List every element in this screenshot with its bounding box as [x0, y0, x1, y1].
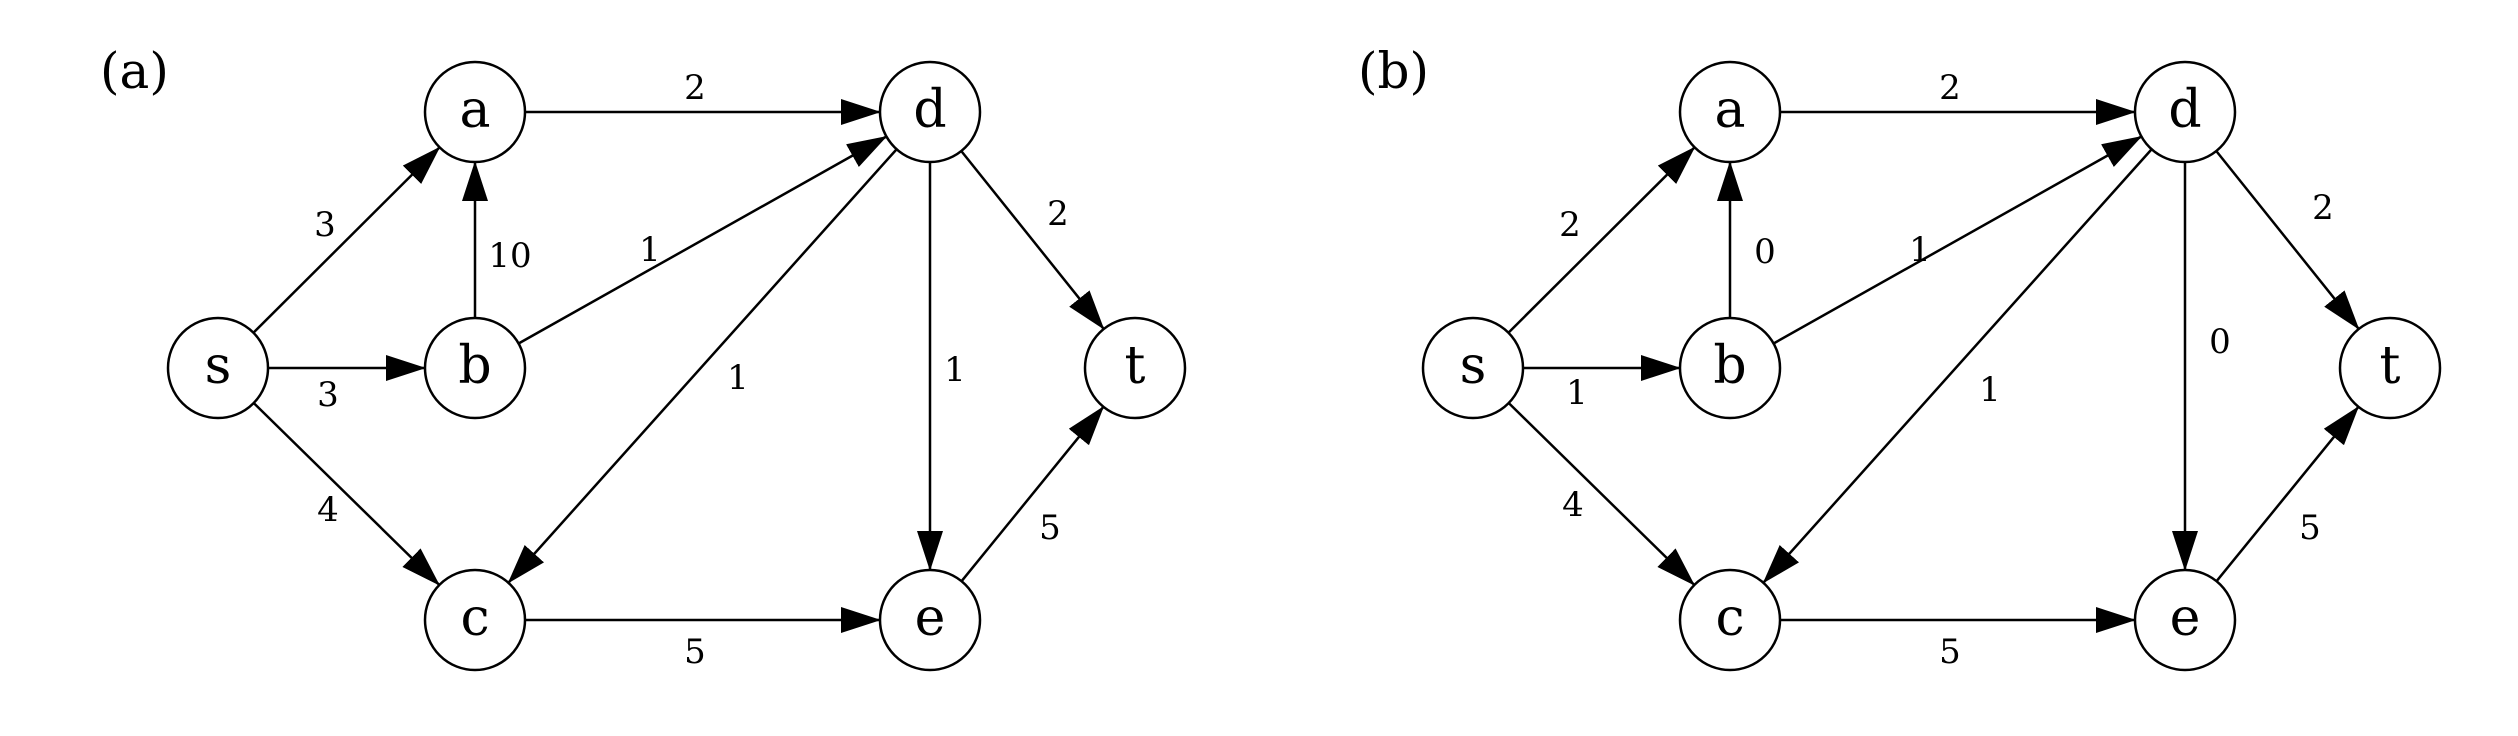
edge-e-t — [960, 406, 1105, 583]
edge-weight-s-c: 4 — [1562, 485, 1584, 525]
node-b: b — [1678, 316, 1782, 420]
node-t: t — [1083, 316, 1187, 420]
edge-b-d — [517, 135, 888, 345]
edge-weight-a-d: 2 — [1939, 68, 1961, 108]
edge-weight-d-e: 1 — [944, 350, 966, 390]
panel-a: (a) 3 3 4 10 2 1 1 1 2 5 5 s a b c d e t — [100, 42, 1187, 672]
edge-weight-s-c: 4 — [317, 490, 339, 530]
node-d: d — [878, 60, 982, 164]
edge-weight-b-d: 1 — [1909, 230, 1931, 270]
node-b: b — [423, 316, 527, 420]
edge-weight-e-t: 5 — [1039, 508, 1061, 548]
panel-label: (a) — [100, 42, 169, 100]
node-e: e — [2133, 568, 2237, 672]
node-label: d — [2168, 80, 2201, 140]
edge-weight-s-b: 3 — [317, 375, 339, 415]
node-a: a — [1678, 60, 1782, 164]
edge-weight-d-c: 1 — [1979, 370, 2001, 410]
node-label: d — [913, 80, 946, 140]
edge-weight-d-e: 0 — [2209, 322, 2231, 362]
edge-weight-b-d: 1 — [639, 230, 661, 270]
node-label: c — [460, 588, 489, 648]
node-circle — [423, 60, 527, 164]
node-s: s — [1421, 316, 1525, 420]
node-circle — [1083, 316, 1187, 420]
node-e: e — [878, 568, 982, 672]
edge-weight-s-a: 3 — [314, 205, 336, 245]
node-t: t — [2338, 316, 2442, 420]
node-c: c — [423, 568, 527, 672]
node-circle — [423, 568, 527, 672]
panel-label: (b) — [1358, 42, 1429, 100]
node-circle — [423, 316, 527, 420]
edge-weight-d-c: 1 — [727, 358, 749, 398]
edge-weight-s-a: 2 — [1559, 205, 1581, 245]
edge-weight-d-t: 2 — [1047, 194, 1069, 234]
node-circle — [1421, 316, 1525, 420]
edge-weight-b-a: 0 — [1754, 232, 1776, 272]
edge-weight-a-d: 2 — [684, 68, 706, 108]
panel-b: (b) 2 1 4 0 2 1 1 0 2 5 5 s a b c d e t — [1358, 42, 2442, 672]
edge-e-t — [2215, 406, 2360, 583]
node-a: a — [423, 60, 527, 164]
edge-weight-c-e: 5 — [684, 632, 706, 672]
edge-d-c — [507, 148, 898, 584]
node-label: t — [1125, 336, 1146, 396]
edge-s-c — [1507, 402, 1696, 586]
node-circle — [2338, 316, 2442, 420]
node-label: s — [1460, 336, 1487, 396]
edge-d-t — [2215, 150, 2360, 330]
edge-d-t — [960, 150, 1105, 330]
edge-d-c — [1762, 148, 2153, 584]
edge-weight-b-a: 10 — [488, 236, 531, 276]
node-label: c — [1715, 588, 1744, 648]
node-c: c — [1678, 568, 1782, 672]
node-circle — [1678, 60, 1782, 164]
node-s: s — [166, 316, 270, 420]
edge-weight-d-t: 2 — [2312, 188, 2334, 228]
edge-weight-c-e: 5 — [1939, 632, 1961, 672]
edge-weight-s-b: 1 — [1566, 373, 1588, 413]
edge-s-c — [252, 402, 441, 586]
node-circle — [2133, 60, 2237, 164]
edge-s-a — [252, 146, 441, 334]
node-label: s — [205, 336, 232, 396]
node-label: a — [459, 80, 490, 140]
node-label: b — [458, 336, 491, 396]
node-label: t — [2380, 336, 2401, 396]
node-d: d — [2133, 60, 2237, 164]
node-circle — [1678, 568, 1782, 672]
edge-s-a — [1507, 146, 1696, 334]
node-label: a — [1714, 80, 1745, 140]
node-circle — [878, 568, 982, 672]
edge-weight-e-t: 5 — [2299, 508, 2321, 548]
node-circle — [1678, 316, 1782, 420]
node-circle — [166, 316, 270, 420]
edge-b-d — [1772, 135, 2143, 345]
node-label: e — [915, 588, 946, 648]
node-label: b — [1713, 336, 1746, 396]
node-circle — [2133, 568, 2237, 672]
node-label: e — [2170, 588, 2201, 648]
node-circle — [878, 60, 982, 164]
